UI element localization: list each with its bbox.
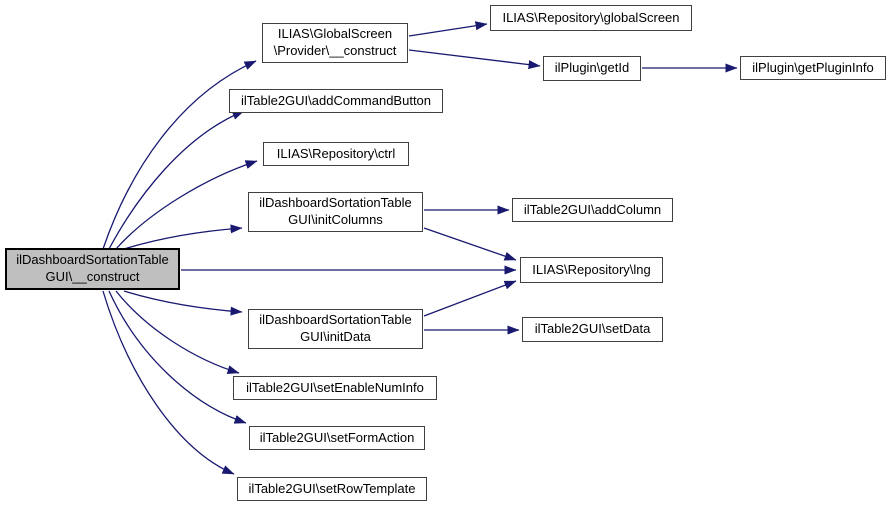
node-label-line: ILIAS\Repository\ctrl	[276, 145, 396, 161]
node-label-line: GUI\__construct	[45, 269, 140, 284]
edge-construct-to-set-row-template	[102, 290, 235, 475]
node-iltable2gui-setformaction[interactable]: ilTable2GUI\setFormAction	[249, 426, 425, 450]
node-ilias-repository-globalscreen[interactable]: ILIAS\Repository\globalScreen	[490, 5, 692, 31]
edge-construct-to-repo-ctrl	[115, 160, 258, 250]
node-ilias-globalscreen-provider-construct[interactable]: ILIAS\GlobalScreen \Provider\__construct	[262, 23, 408, 63]
edge-construct-to-init-data	[123, 290, 243, 316]
node-label-line: ilTable2GUI\setFormAction	[259, 429, 415, 445]
node-ildashboardsortationtablegui-initcolumns[interactable]: ilDashboardSortationTable GUI\initColumn…	[248, 192, 423, 232]
edge-init-data-to-repo-lng	[423, 280, 517, 317]
node-label-line: ilPlugin\getPluginInfo	[752, 59, 874, 75]
node-label-line: ilTable2GUI\setEnableNumInfo	[246, 379, 424, 395]
node-iltable2gui-setrowtemplate[interactable]: ilTable2GUI\setRowTemplate	[237, 477, 427, 501]
node-ilplugin-getid[interactable]: ilPlugin\getId	[543, 56, 641, 81]
edge-construct-to-init-columns	[123, 224, 243, 250]
node-ilias-repository-lng[interactable]: ILIAS\Repository\lng	[520, 257, 663, 283]
edge-construct-to-gs-provider-construct	[102, 60, 257, 250]
node-iltable2gui-addcolumn[interactable]: ilTable2GUI\addColumn	[512, 198, 673, 222]
node-ilplugin-getplugininfo[interactable]: ilPlugin\getPluginInfo	[740, 56, 886, 80]
edge-gs-provider-construct-to-plugin-get-id	[408, 49, 541, 70]
node-label-line: GUI\initColumns	[288, 212, 383, 227]
node-label-line: ilTable2GUI\addCommandButton	[240, 92, 432, 108]
node-label-line: GUI\initData	[300, 329, 371, 344]
node-label-line: ILIAS\Repository\lng	[532, 261, 651, 277]
node-label-line: ilDashboardSortationTable	[259, 312, 412, 328]
edge-init-columns-to-repo-lng	[423, 227, 517, 261]
node-label-line: ilPlugin\getId	[554, 60, 630, 76]
node-label-line: ilTable2GUI\addColumn	[523, 201, 662, 217]
edge-construct-to-set-enable-num-info	[115, 290, 240, 374]
node-iltable2gui-setdata[interactable]: ilTable2GUI\setData	[522, 317, 663, 342]
edge-construct-to-add-command-button	[108, 110, 245, 250]
node-ildashboardsortationtablegui-initdata[interactable]: ilDashboardSortationTable GUI\initData	[248, 309, 423, 349]
node-iltable2gui-addcommandbutton[interactable]: ilTable2GUI\addCommandButton	[229, 89, 443, 113]
node-ilias-repository-ctrl[interactable]: ILIAS\Repository\ctrl	[263, 142, 409, 166]
node-iltable2gui-setenablenuminfo[interactable]: ilTable2GUI\setEnableNumInfo	[233, 376, 437, 400]
node-label-line: \Provider\__construct	[273, 43, 397, 58]
node-label-line: ILIAS\Repository\globalScreen	[502, 9, 680, 25]
node-ildashboardsortationtablegui-construct: ilDashboardSortationTable GUI\__construc…	[5, 248, 180, 290]
edge-construct-to-set-form-action	[108, 290, 247, 424]
node-label-line: ilDashboardSortationTable	[16, 252, 169, 268]
node-label-line: ilTable2GUI\setData	[534, 321, 651, 337]
node-label-line: ILIAS\GlobalScreen	[277, 26, 393, 42]
edge-gs-provider-construct-to-repo-global-screen	[408, 21, 488, 37]
node-label-line: ilTable2GUI\setRowTemplate	[248, 480, 416, 496]
node-label-line: ilDashboardSortationTable	[259, 195, 412, 211]
